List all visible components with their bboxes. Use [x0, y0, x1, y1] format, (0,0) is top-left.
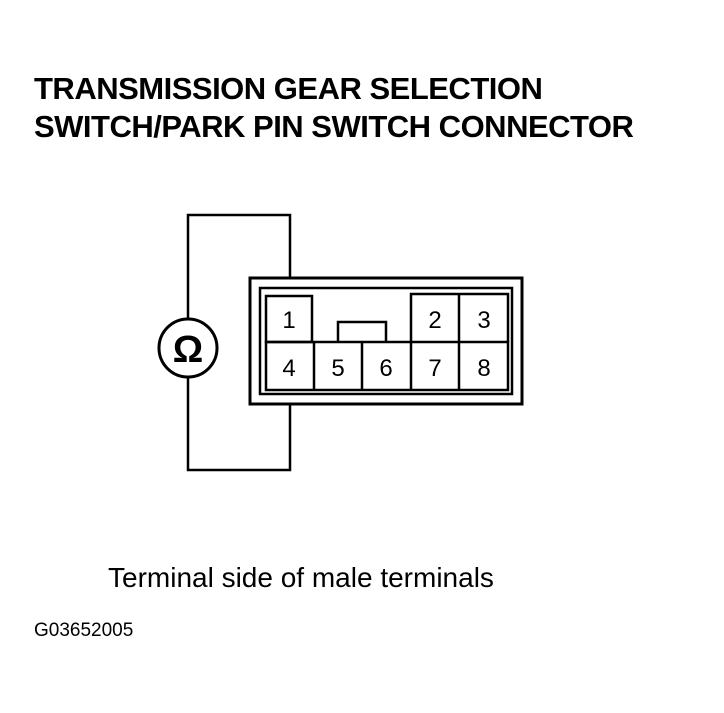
- ohm-symbol: Ω: [173, 329, 203, 371]
- terminal-5-label: 5: [331, 355, 344, 382]
- diagram-title: TRANSMISSION GEAR SELECTION SWITCH/PARK …: [34, 70, 634, 146]
- terminal-7-label: 7: [428, 355, 441, 382]
- terminal-grid: [264, 292, 510, 392]
- terminal-6-label: 6: [379, 355, 392, 382]
- test-lead-bottom: [186, 376, 292, 472]
- terminal-1-label: 1: [282, 307, 295, 334]
- figure-id: G03652005: [34, 620, 134, 641]
- terminal-2-label: 2: [428, 307, 441, 334]
- terminal-3-label: 3: [477, 307, 490, 334]
- title-line-2: SWITCH/PARK PIN SWITCH CONNECTOR: [34, 109, 634, 144]
- diagram-caption: Terminal side of male terminals: [108, 562, 494, 593]
- test-lead-top: [186, 213, 292, 349]
- terminal-8-label: 8: [477, 355, 490, 382]
- title-line-1: TRANSMISSION GEAR SELECTION: [34, 71, 543, 106]
- terminal-4-label: 4: [282, 355, 295, 382]
- ohmmeter-icon: Ω: [157, 317, 219, 379]
